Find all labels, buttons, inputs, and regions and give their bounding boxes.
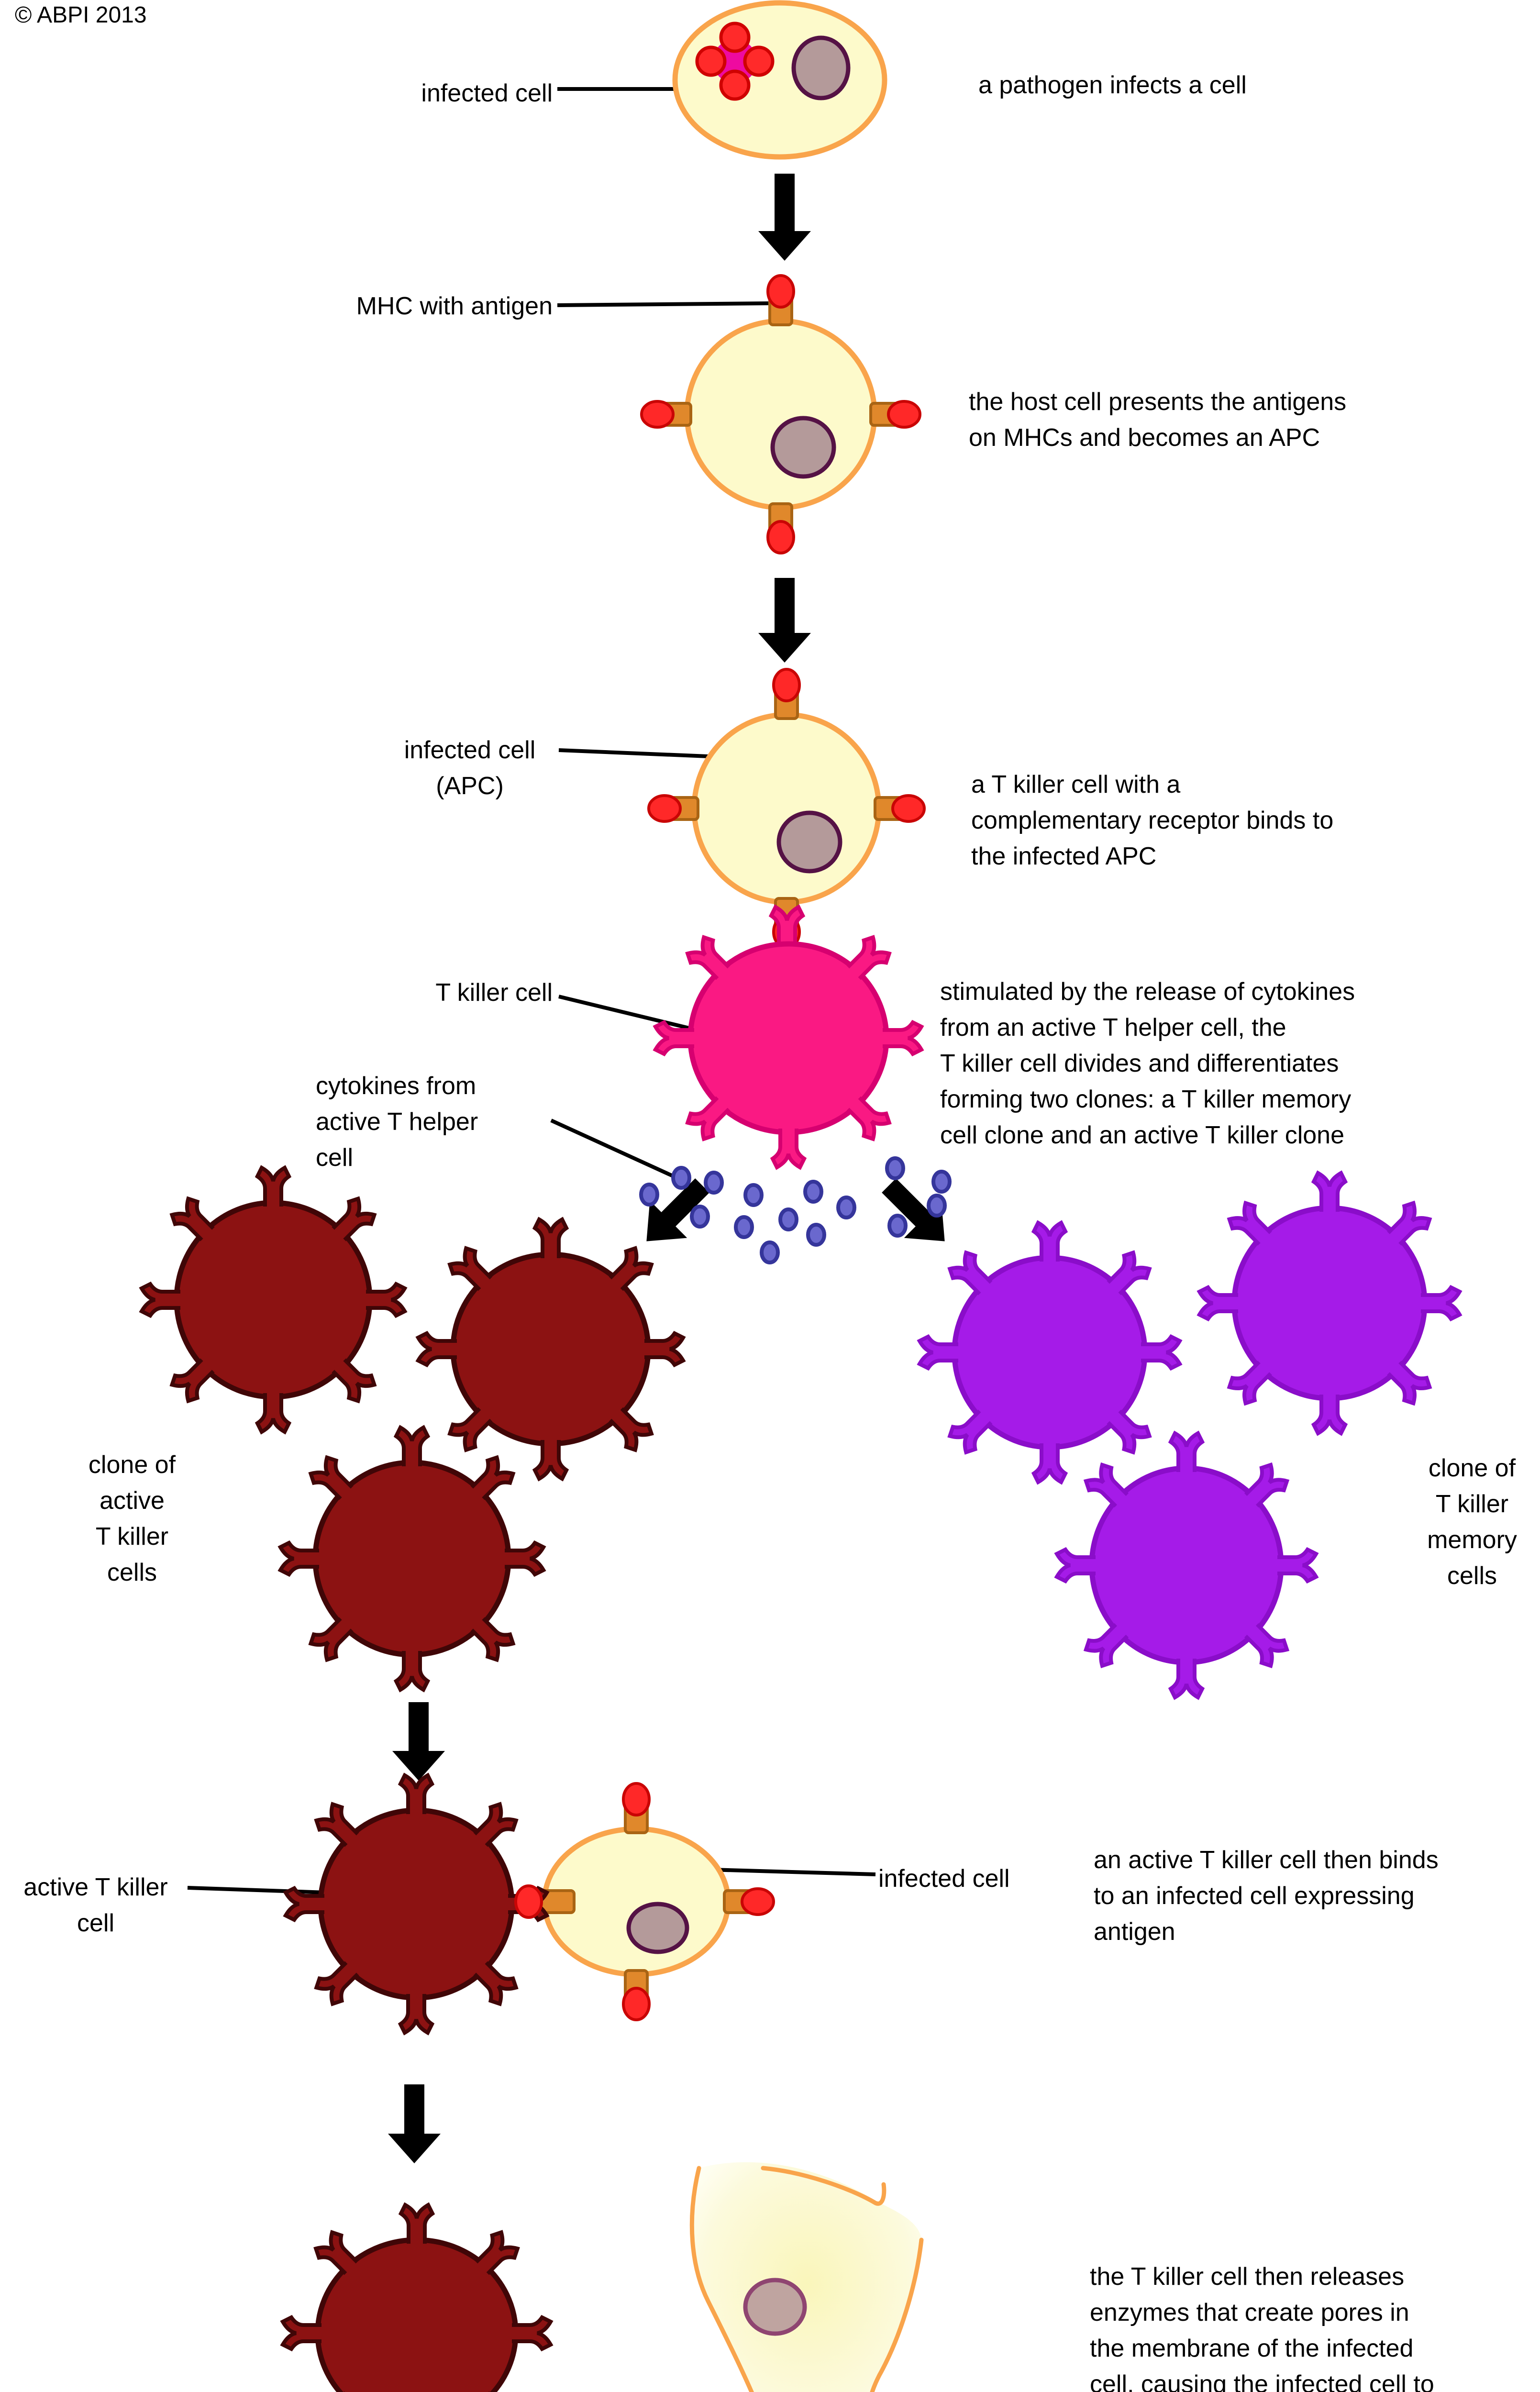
cytokine-dot	[778, 1207, 798, 1231]
binding-antigen	[514, 1884, 543, 1919]
nucleus	[791, 35, 851, 100]
caption-step6: the T killer cell then releases enzymes …	[1090, 2263, 1434, 2392]
pathogen	[695, 22, 775, 101]
pathogen-core	[713, 39, 757, 83]
mhc-with-antigen-bottom	[768, 504, 794, 553]
arrow-down-2	[758, 578, 811, 663]
pathogen-knob	[719, 22, 751, 53]
memory-clone-cell-2	[1199, 1173, 1460, 1433]
nucleus	[743, 2278, 807, 2336]
caption-step4: stimulated by the release of cytokines f…	[940, 978, 1355, 1149]
label-infected-cell-top: infected cell	[421, 79, 553, 107]
cytokine-dot	[803, 1180, 823, 1204]
active-clone-cell-1	[142, 1168, 405, 1432]
label-infected-cell-apc: infected cell (APC)	[404, 736, 536, 800]
pathogen-knob	[719, 69, 751, 101]
mhc-with-antigen-left	[642, 401, 691, 427]
cytokines	[639, 1156, 952, 1264]
mhc-with-antigen-top	[768, 276, 794, 325]
active-clone-cell-2	[418, 1219, 683, 1479]
cytokine-dot	[931, 1170, 952, 1194]
pathogen-knob	[695, 45, 727, 77]
caption-step5: an active T killer cell then binds to an…	[1094, 1846, 1439, 1946]
flow-arrows	[388, 174, 964, 2163]
membrane-fragment-left	[689, 2166, 754, 2392]
mhc-with-antigen-top	[623, 1783, 649, 1833]
label-clone-memory: clone of T killer memory cells	[1427, 1454, 1517, 1590]
cytokine-dot	[885, 1156, 905, 1180]
arrow-down-3	[392, 1702, 445, 1781]
memory-clone-group	[920, 1173, 1460, 1697]
ruptured-membrane	[689, 2166, 924, 2392]
infected-cell-apc-cell	[649, 669, 924, 948]
pathogen-knob	[743, 45, 775, 77]
cytokine-dot	[836, 1196, 856, 1219]
line-mhc-with-antigen	[557, 301, 769, 307]
label-infected-cell-bound: infected cell	[878, 1865, 1010, 1893]
cell-body	[691, 712, 882, 905]
mhc-with-antigen-right	[724, 1889, 774, 1915]
membrane-fragment-right	[870, 2237, 924, 2392]
mhc-with-antigen-right	[875, 796, 924, 821]
label-active-t-killer: active T killer cell	[23, 1873, 168, 1937]
arrow-down-4	[388, 2084, 441, 2163]
cytokine-dot	[743, 1183, 764, 1207]
cytokine-dot	[690, 1205, 710, 1229]
caption-step1: a pathogen infects a cell	[978, 71, 1247, 99]
memory-clone-cell-1	[920, 1223, 1180, 1482]
infected-cell-top	[672, 0, 887, 160]
mhc-with-antigen-bottom	[623, 1971, 649, 2020]
label-t-killer-cell: T killer cell	[435, 979, 553, 1007]
active-t-killer-clone-group	[142, 1168, 683, 1690]
nucleus	[776, 810, 842, 874]
mhc-with-antigen-left	[649, 796, 698, 821]
label-mhc-with-antigen: MHC with antigen	[356, 292, 553, 320]
label-cytokines: cytokines from active T helper cell	[316, 1072, 478, 1172]
cytokine-dot	[887, 1214, 908, 1238]
nucleus	[770, 416, 836, 479]
caption-step2: the host cell presents the antigens on M…	[969, 388, 1347, 452]
nucleus	[626, 1902, 689, 1954]
membrane-fragment-top	[761, 2166, 886, 2206]
cytokine-dot	[760, 1240, 780, 1264]
mhc-with-antigen-right	[871, 401, 920, 427]
t-killer-cell	[655, 907, 921, 1167]
caption-step3: a T killer cell with a complementary rec…	[971, 771, 1334, 870]
binding-pair	[286, 1775, 774, 2033]
line-infected-cell-apc	[558, 748, 731, 759]
arrow-down-1	[758, 174, 811, 261]
line-cytokines	[550, 1118, 684, 1183]
lysing-cytoplasm	[692, 2162, 922, 2392]
host-cell-apc	[642, 276, 920, 553]
memory-clone-cell-3	[1057, 1433, 1316, 1697]
receptor	[512, 2317, 551, 2349]
t-killer-final	[283, 2205, 551, 2392]
active-t-killer-bound	[286, 1775, 547, 2033]
cytokine-dot	[704, 1171, 724, 1195]
copyright-top: © ABPI 2013	[15, 2, 147, 28]
cytokine-dot	[671, 1166, 691, 1190]
label-clone-active: clone of active T killer cells	[88, 1451, 176, 1586]
cell-body	[672, 0, 887, 160]
mhc-with-antigen-top	[774, 669, 799, 719]
cytokine-dot	[639, 1183, 659, 1207]
cytokine-dot	[734, 1215, 754, 1239]
receptor	[283, 2317, 321, 2349]
cell-body	[684, 318, 877, 510]
active-clone-cell-3	[280, 1428, 543, 1690]
lysing-infected-cell	[689, 2162, 924, 2392]
cytokine-dot	[806, 1223, 826, 1247]
cytokine-dot	[927, 1194, 947, 1218]
bound-infected-cell	[520, 1783, 774, 2020]
lysis-scene	[283, 2162, 924, 2392]
